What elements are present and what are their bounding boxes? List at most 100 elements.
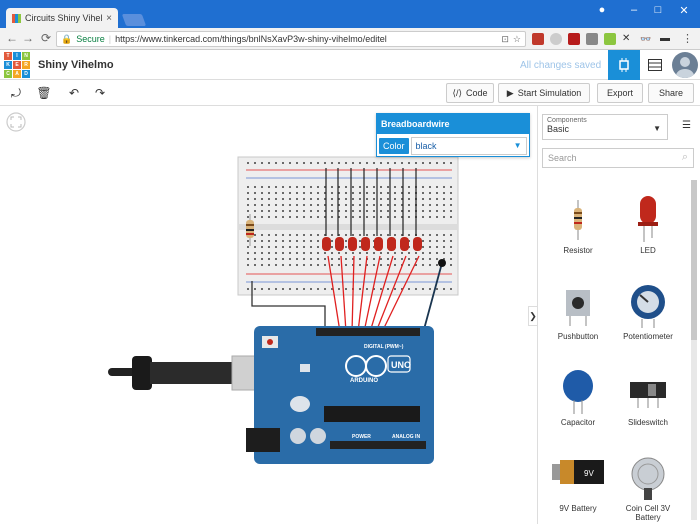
resistor[interactable] — [246, 214, 254, 246]
component-item-capacitor[interactable]: Capacitor — [548, 368, 608, 427]
coin-cell-label: Coin Cell 3V Battery — [625, 504, 671, 522]
ground-wires[interactable] — [325, 168, 417, 236]
components-panel: Components Basic ▼ ☰ Search ⌕ Resistor L… — [537, 106, 700, 524]
extension-glasses-icon[interactable]: 👓 — [640, 34, 652, 44]
rotate-icon[interactable]: ⤾ — [11, 85, 21, 100]
uno-label: UNO — [391, 360, 411, 370]
list-view-icon[interactable]: ☰ — [682, 120, 691, 131]
url-input[interactable]: 🔒 Secure | https://www.tinkercad.com/thi… — [56, 31, 526, 47]
minimize-button[interactable]: – — [630, 4, 638, 16]
avatar[interactable] — [672, 52, 698, 78]
power-label: POWER — [352, 434, 371, 440]
components-scrollbar[interactable] — [691, 180, 697, 520]
back-button[interactable]: ← — [6, 31, 18, 45]
potentiometer-icon — [631, 285, 665, 328]
browser-tab[interactable]: Circuits Shiny Vihelmo | T × — [6, 8, 118, 28]
extension-pocket-icon[interactable] — [586, 33, 598, 45]
table-icon — [648, 59, 662, 71]
maximize-button[interactable]: □ — [654, 4, 662, 16]
translate-icon[interactable]: ⊡ — [501, 33, 509, 44]
breadboard[interactable] — [237, 156, 459, 296]
workplane-canvas[interactable]: UNO ARDUINO DIGITAL (PWM~) POWER ANALOG … — [0, 106, 535, 524]
component-item-pushbutton[interactable]: Pushbutton — [548, 282, 608, 341]
profile-icon[interactable]: ● — [598, 4, 606, 16]
component-item-potentiometer[interactable]: Potentiometer — [618, 282, 678, 341]
lock-icon: 🔒 — [61, 33, 73, 44]
tinkercad-favicon-icon — [12, 13, 21, 23]
component-item-9v-battery[interactable]: 9V 9V Battery — [548, 454, 608, 513]
design-title[interactable]: Shiny Vihelmo — [38, 59, 114, 71]
wire-properties-popup: Breadboardwire Color black ▼ — [376, 113, 530, 157]
led-icon — [638, 196, 658, 242]
url-text: https://www.tinkercad.com/things/bnlNsXa… — [115, 34, 387, 44]
forward-button[interactable]: → — [22, 31, 34, 45]
close-window-button[interactable]: ✕ — [679, 5, 689, 17]
reload-icon[interactable]: ⟳ — [40, 31, 52, 45]
led-label: LED — [640, 246, 656, 255]
user-icon — [676, 57, 694, 78]
search-placeholder: Search — [548, 153, 577, 163]
code-label: Code — [466, 88, 488, 98]
circuit-view-button[interactable] — [608, 50, 640, 80]
address-bar: ← → ⟳ 🔒 Secure | https://www.tinkercad.c… — [0, 28, 700, 50]
capacitor-icon — [563, 370, 593, 414]
component-list-view-button[interactable] — [640, 50, 670, 80]
code-button[interactable]: ⟨/⟩ Code — [446, 83, 494, 103]
digital-pins-label: DIGITAL (PWM~) — [364, 344, 404, 350]
extension-tag-icon[interactable]: ▬ — [660, 33, 670, 44]
components-selected-value: Basic — [547, 124, 570, 134]
new-tab-button[interactable] — [121, 14, 147, 26]
components-small-label: Components — [547, 117, 587, 124]
extension-red-icon[interactable] — [532, 33, 544, 45]
popup-title: Breadboardwire — [377, 114, 529, 134]
wire-color-select[interactable]: black ▼ — [410, 137, 527, 155]
resistor-label: Resistor — [563, 246, 593, 255]
component-search-input[interactable]: Search ⌕ — [542, 148, 694, 168]
export-button[interactable]: Export — [597, 83, 643, 103]
fit-view-icon[interactable] — [6, 112, 26, 132]
potentiometer-label: Potentiometer — [623, 332, 673, 341]
code-icon: ⟨/⟩ — [452, 87, 463, 98]
extension-pin-icon[interactable]: ✕ — [622, 33, 631, 44]
led-row[interactable] — [322, 237, 422, 251]
browser-titlebar: Circuits Shiny Vihelmo | T × ● – □ ✕ — [0, 0, 700, 28]
extension-badge-icon[interactable] — [568, 33, 580, 45]
chevron-right-icon: ❯ — [529, 310, 537, 321]
chrome-menu-icon[interactable]: ⋮ — [682, 33, 693, 45]
play-icon: ▶ — [506, 87, 514, 98]
redo-icon[interactable]: ↷ — [94, 86, 106, 100]
color-label: Color — [379, 138, 409, 154]
usb-cable[interactable] — [108, 355, 279, 391]
chevron-down-icon: ▼ — [653, 124, 661, 133]
extension-gray-icon[interactable] — [550, 33, 562, 45]
scrollbar-thumb[interactable] — [691, 180, 697, 340]
analog-in-label: ANALOG IN — [392, 434, 420, 440]
extension-green-icon[interactable] — [604, 33, 616, 45]
components-category-select[interactable]: Components Basic ▼ — [542, 114, 668, 140]
chevron-down-icon: ▼ — [513, 141, 522, 150]
url-divider: | — [108, 34, 112, 44]
tab-title: Circuits Shiny Vihelmo | T — [25, 13, 103, 23]
tab-close-icon[interactable]: × — [106, 12, 112, 24]
slideswitch-label: Slideswitch — [627, 418, 668, 427]
delete-icon[interactable]: 🗑 — [36, 86, 52, 100]
arduino-uno-board[interactable] — [246, 326, 434, 464]
wire-color-value: black — [415, 141, 437, 151]
component-item-led[interactable]: LED — [618, 196, 678, 255]
chip-icon — [619, 58, 629, 72]
share-button[interactable]: Share — [648, 83, 694, 103]
resistor-icon — [574, 200, 582, 240]
pushbutton-icon — [566, 290, 590, 326]
component-item-slideswitch[interactable]: Slideswitch — [618, 368, 678, 427]
ground-return-wire[interactable] — [251, 281, 326, 330]
capacitor-label: Capacitor — [560, 418, 596, 427]
start-simulation-button[interactable]: ▶ Start Simulation — [498, 83, 590, 103]
bookmark-star-icon[interactable]: ☆ — [512, 33, 521, 44]
component-item-resistor[interactable]: Resistor — [548, 196, 608, 255]
component-item-coin-cell[interactable]: Coin Cell 3V Battery — [618, 454, 678, 522]
signal-wires[interactable] — [327, 255, 420, 333]
search-icon: ⌕ — [681, 151, 688, 163]
undo-icon[interactable]: ↶ — [68, 86, 80, 100]
